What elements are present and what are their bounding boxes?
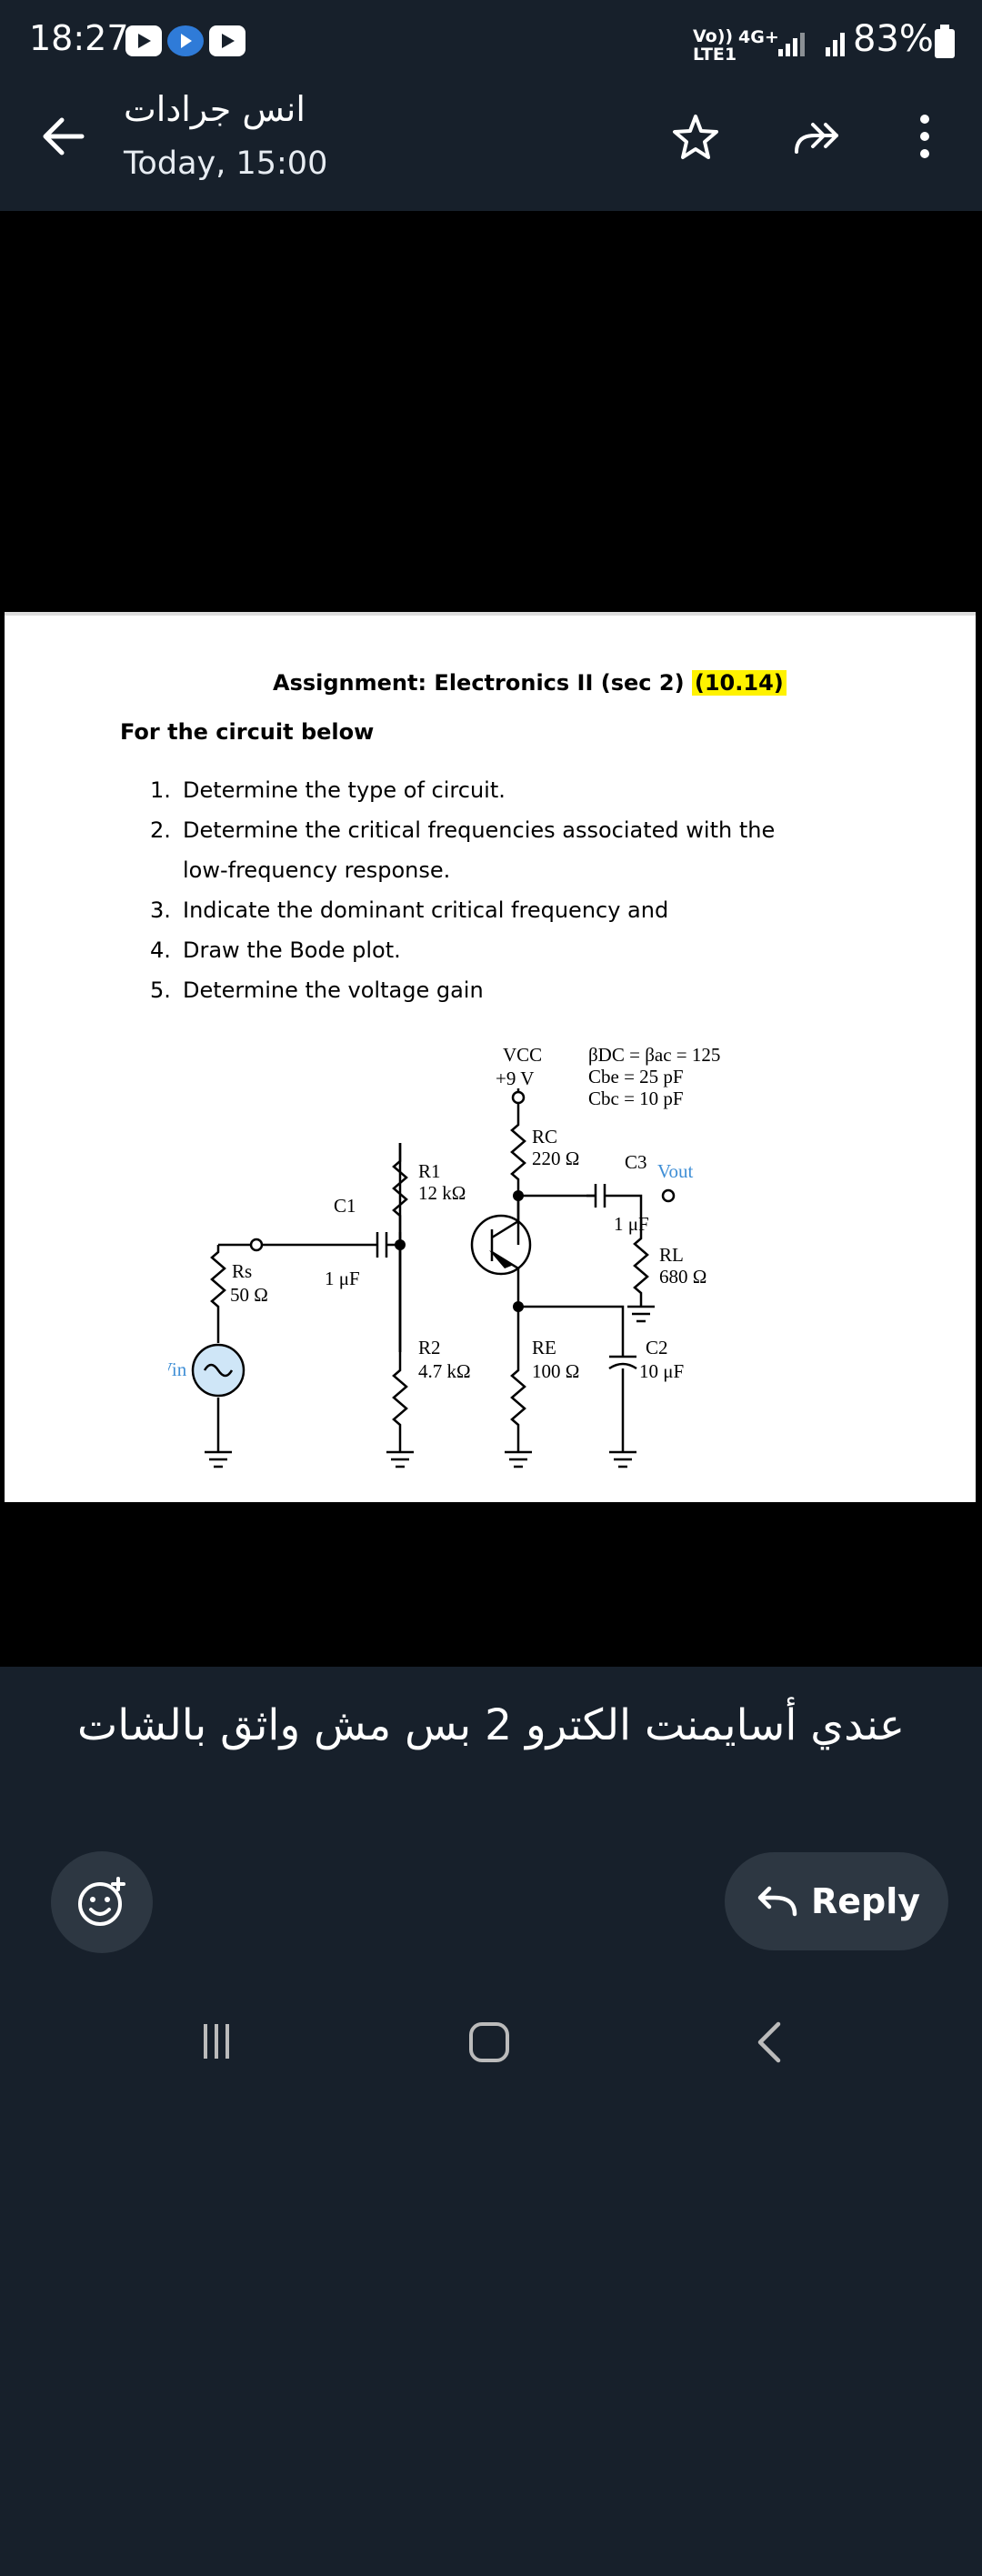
c2-label: C2: [646, 1337, 668, 1358]
assignment-title-text: Assignment: Electronics II (sec 2): [273, 670, 685, 696]
message-text: عندي أسايمنت الكترو 2 بس مش واثق بالشات: [76, 1700, 905, 1750]
list-item: 1.Determine the type of circuit.: [150, 777, 506, 803]
assignment-title: Assignment: Electronics II (sec 2) (10.1…: [273, 670, 787, 696]
list-item: 4.Draw the Bode plot.: [150, 937, 401, 963]
home-icon[interactable]: [469, 2022, 509, 2062]
battery-icon: [935, 25, 955, 58]
assignment-image[interactable]: Assignment: Electronics II (sec 2) (10.1…: [5, 612, 976, 1502]
message-timestamp: Today, 15:00: [124, 145, 328, 182]
reply-icon: [757, 1886, 797, 1917]
list-item: 3.Indicate the dominant critical frequen…: [150, 897, 669, 923]
re-value: 100 Ω: [532, 1360, 579, 1382]
rl-label: RL: [659, 1244, 684, 1266]
reply-button[interactable]: Reply: [725, 1852, 948, 1950]
notification-icons: [125, 25, 246, 56]
vcc-value: +9 V: [496, 1067, 534, 1089]
status-bar: 18:27 Vo)) LTE1 4G+ 83%: [0, 0, 982, 84]
nav-back-icon[interactable]: [751, 2020, 787, 2064]
assignment-intro: For the circuit below: [120, 719, 375, 745]
youtube-icon: [125, 25, 162, 56]
cbe-label: Cbe = 25 pF: [588, 1066, 684, 1088]
rs-label: Rs: [232, 1260, 252, 1282]
vout-label: Vout: [657, 1160, 693, 1182]
c3-value: 1 μF: [614, 1213, 649, 1235]
more-options-icon[interactable]: [914, 115, 936, 164]
reply-label: Reply: [810, 1881, 921, 1921]
list-item: 5.Determine the voltage gain: [150, 977, 484, 1003]
c1-value: 1 μF: [325, 1268, 360, 1289]
battery-level: 83%: [853, 18, 934, 60]
r1-label: R1: [418, 1160, 441, 1182]
beta-label: βDC = βac = 125: [588, 1044, 720, 1066]
system-navigation-bar: [0, 1991, 982, 2106]
amplifier-circuit-diagram: VCC +9 V βDC = βac = 125 Cbe = 25 pF Cbc…: [168, 1044, 720, 1468]
r1-value: 12 kΩ: [418, 1182, 466, 1204]
forward-icon[interactable]: [791, 115, 846, 161]
network-label: Vo)) LTE1: [693, 26, 737, 65]
c3-label: C3: [625, 1151, 647, 1173]
emoji-add-icon: [78, 1877, 125, 1926]
status-time: 18:27: [29, 18, 129, 58]
vin-label: Vin: [168, 1358, 187, 1380]
network-type: 4G+: [738, 27, 779, 47]
star-icon[interactable]: [671, 113, 720, 162]
r2-value: 4.7 kΩ: [418, 1360, 471, 1382]
c2-value: 10 μF: [639, 1360, 684, 1382]
app-notification-icon: [167, 25, 204, 56]
signal-icon: [778, 29, 805, 56]
re-label: RE: [532, 1337, 556, 1358]
c1-label: C1: [334, 1195, 356, 1217]
sender-name: انس جرادات: [124, 89, 306, 129]
r2-label: R2: [418, 1337, 441, 1358]
list-item: 2.Determine the critical frequencies ass…: [150, 817, 776, 883]
rc-label: RC: [532, 1126, 557, 1148]
emoji-reaction-button[interactable]: [51, 1851, 153, 1953]
youtube-icon: [209, 25, 246, 56]
app-bar: [0, 84, 982, 211]
back-arrow-icon[interactable]: [36, 109, 91, 164]
vcc-label: VCC: [503, 1044, 542, 1066]
assignment-code: (10.14): [691, 670, 787, 696]
rl-value: 680 Ω: [659, 1266, 706, 1288]
signal-icon-roaming: [826, 29, 845, 56]
question-list: 1.Determine the type of circuit. 2.Deter…: [150, 770, 823, 1010]
message-panel: [0, 1667, 982, 2576]
recent-apps-icon[interactable]: [198, 2022, 235, 2060]
rs-value: 50 Ω: [230, 1284, 268, 1306]
cbc-label: Cbc = 10 pF: [588, 1088, 684, 1109]
rc-value: 220 Ω: [532, 1148, 579, 1169]
